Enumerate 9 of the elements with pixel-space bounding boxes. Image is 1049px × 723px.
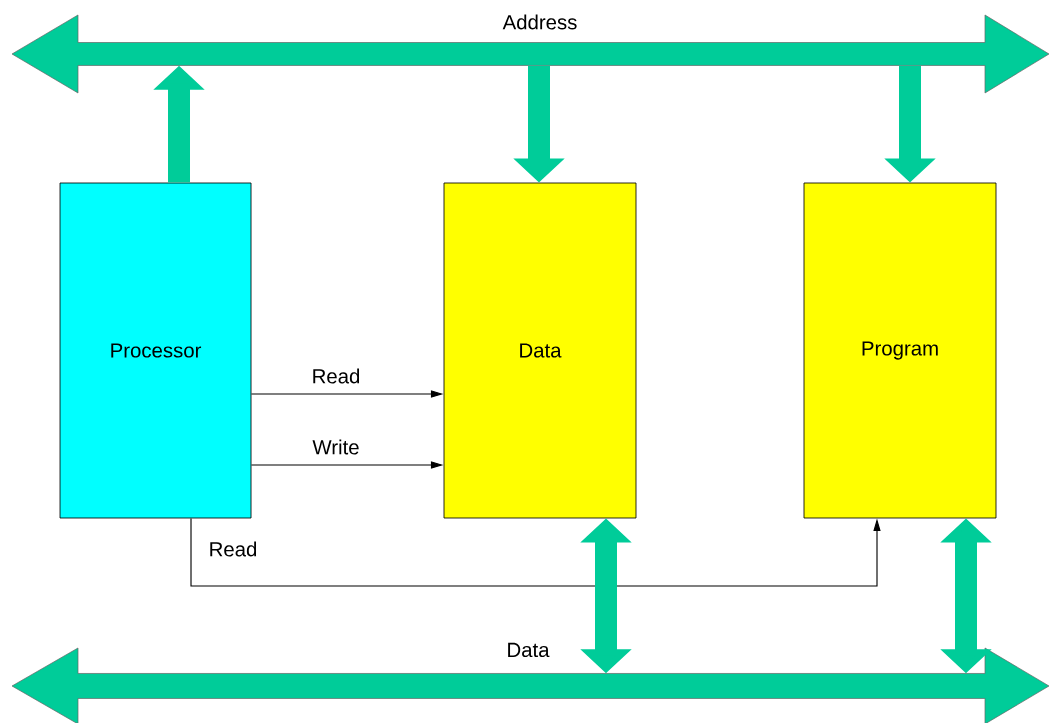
bus-label: Address [502,14,577,30]
memory-box: Data [443,182,637,519]
memory-box: Program [803,182,997,519]
bus-label: Data [508,642,550,658]
memory-box: Processor [59,182,252,519]
edge-label: Read [310,367,362,385]
edge-label: Write [311,438,361,456]
arrow [190,517,881,587]
edge-label: Read [207,540,259,558]
